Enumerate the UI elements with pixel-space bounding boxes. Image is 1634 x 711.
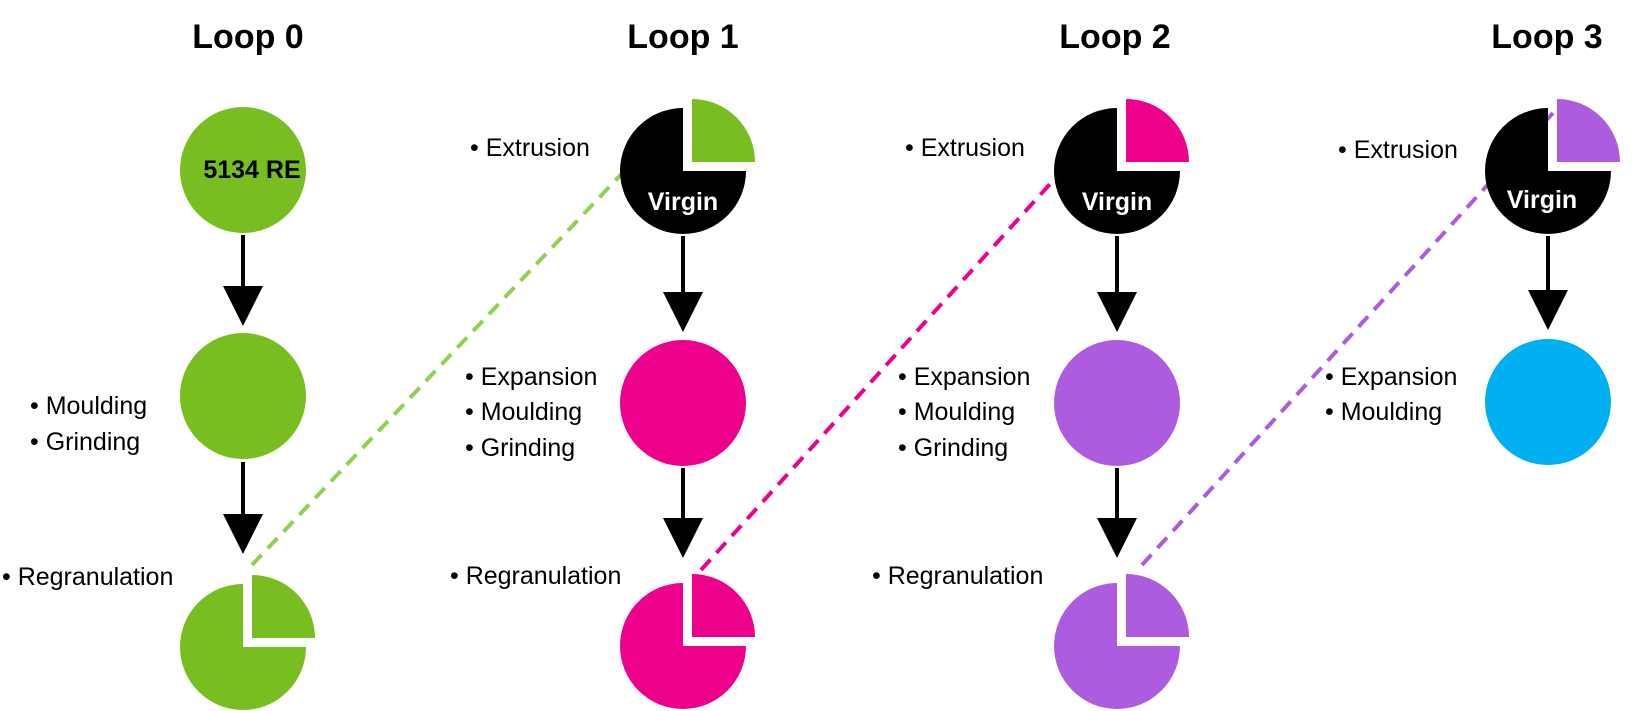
loop-1-title: Loop 1 <box>627 18 738 56</box>
loop-1: Loop 1 Virgin • Extrusion • Expansion • … <box>450 18 1118 709</box>
loop-2-title: Loop 2 <box>1059 18 1170 56</box>
loop-1-virgin-label: Virgin <box>648 188 718 216</box>
loop-0-start-node <box>180 107 306 233</box>
loop-1-step-moulding: • Moulding <box>465 398 582 426</box>
loop-0-step-moulding: • Moulding <box>30 392 147 420</box>
loop-0-regranulation-node <box>180 575 315 710</box>
loop-1-recycle-link <box>699 109 1118 572</box>
loop-0-moulding-node <box>180 333 306 459</box>
loop-0-step-grinding: • Grinding <box>30 428 140 456</box>
loop-2-expansion-node <box>1054 340 1180 466</box>
loop-3-extrusion-node <box>1485 99 1620 234</box>
loop-2: Loop 2 Virgin • Extrusion • Expansion • … <box>872 18 1555 709</box>
loop-2-step-grinding: • Grinding <box>898 434 1008 462</box>
loop-0-recycle-link <box>250 109 683 567</box>
loop-2-recycle-link <box>1140 111 1555 567</box>
loop-2-step-regranulation: • Regranulation <box>872 562 1043 590</box>
loop-1-extrusion-node <box>620 99 755 234</box>
loop-1-step-regranulation: • Regranulation <box>450 562 621 590</box>
loop-3-step-extrusion: • Extrusion <box>1338 136 1458 164</box>
loop-1-step-extrusion: • Extrusion <box>470 134 590 162</box>
loop-0-start-label: 5134 RE <box>203 156 300 184</box>
loop-1-expansion-node <box>620 340 746 466</box>
loop-3: Loop 3 Virgin • Extrusion • Expansion • … <box>1325 18 1620 465</box>
loop-2-step-moulding: • Moulding <box>898 398 1015 426</box>
loop-1-regranulation-node <box>620 574 755 709</box>
loop-2-step-extrusion: • Extrusion <box>905 134 1025 162</box>
loop-2-extrusion-node <box>1054 99 1189 234</box>
loop-3-step-expansion: • Expansion <box>1325 363 1457 391</box>
loop-2-regranulation-node <box>1054 574 1189 709</box>
loop-1-step-expansion: • Expansion <box>465 363 597 391</box>
loop-1-step-grinding: • Grinding <box>465 434 575 462</box>
loop-3-step-moulding: • Moulding <box>1325 398 1442 426</box>
loop-3-title: Loop 3 <box>1491 18 1602 56</box>
loop-3-virgin-label: Virgin <box>1507 186 1577 214</box>
loop-0-step-regranulation: • Regranulation <box>2 563 173 591</box>
loop-0: Loop 0 5134 RE • Moulding • Grinding • R… <box>2 18 683 710</box>
loop-2-virgin-label: Virgin <box>1082 188 1152 216</box>
loop-0-title: Loop 0 <box>192 18 303 56</box>
loop-3-expansion-node <box>1485 339 1611 465</box>
loop-2-step-expansion: • Expansion <box>898 363 1030 391</box>
